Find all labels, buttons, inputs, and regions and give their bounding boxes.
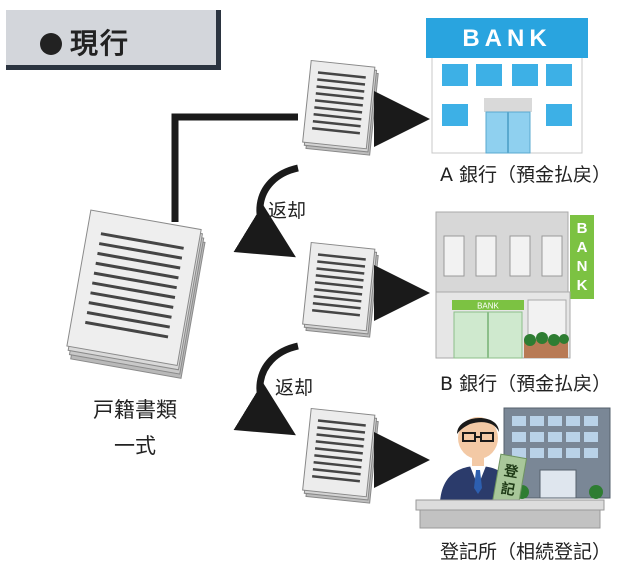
- source-documents-label-line2: 一式: [114, 434, 156, 458]
- return-label-1: 返却: [268, 200, 307, 222]
- connector-line: [171, 113, 298, 222]
- document-1: [302, 59, 379, 156]
- document-3: [302, 407, 379, 504]
- return-arrow-2: [233, 342, 299, 436]
- registry-sign-line2: 記: [500, 480, 517, 499]
- source-documents-label: 戸籍書類 一式: [85, 392, 185, 464]
- bullet-icon: [40, 33, 62, 55]
- bank-b-building: BANK BANK: [435, 211, 594, 359]
- bank-b-label: B 銀行（預金払戻）: [440, 373, 612, 395]
- source-documents-label-line1: 戸籍書類: [93, 398, 177, 422]
- bank-a-label: A 銀行（預金払戻）: [440, 164, 612, 186]
- return-label-2: 返却: [275, 377, 314, 399]
- bank-a-sign: BANK: [462, 25, 551, 52]
- bank-a-building: BANK: [426, 18, 588, 154]
- svg-text:B: B: [577, 220, 588, 237]
- svg-text:A: A: [577, 239, 588, 256]
- return-arrow-1: [233, 164, 299, 258]
- counter-desk: [415, 499, 605, 529]
- registry-sign-line1: 登: [502, 462, 521, 482]
- source-document-stack: [66, 209, 206, 379]
- clerk-figure: 登 記: [440, 417, 528, 513]
- svg-text:N: N: [577, 258, 588, 275]
- registry-label: 登記所（相続登記）: [440, 541, 612, 563]
- page-title: 現行: [40, 22, 130, 62]
- bank-b-door-sign: BANK: [477, 302, 499, 311]
- title-label: 現行: [70, 27, 131, 60]
- document-2: [302, 241, 379, 338]
- svg-text:K: K: [577, 277, 588, 294]
